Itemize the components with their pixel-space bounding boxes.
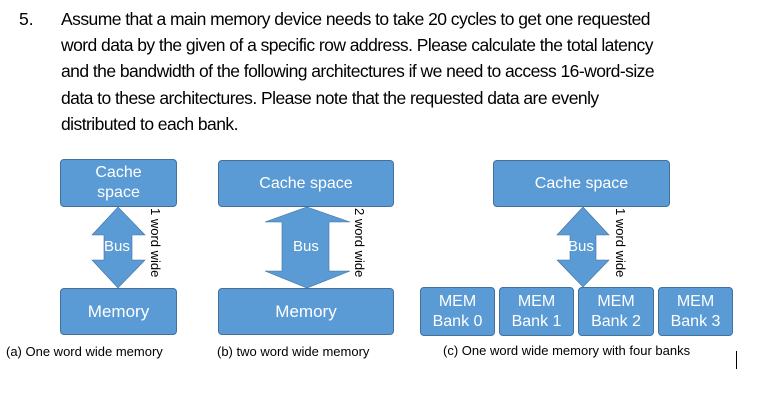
mem-bank-2: MEM Bank 2 [578, 287, 654, 336]
bank-line2: Bank 3 [670, 312, 721, 330]
width-label-c: 1 word wide [613, 208, 628, 278]
mem-bank-1: MEM Bank 1 [499, 287, 574, 336]
question-line: word data by the given of a specific row… [61, 35, 653, 56]
memory-box-b: Memory [218, 288, 394, 335]
bank-line2: Bank 2 [591, 312, 641, 330]
mem-bank-0: MEM Bank 0 [420, 287, 495, 336]
cache-box-c: Cache space [493, 160, 670, 207]
cache-box-b: Cache space [218, 160, 394, 207]
question-text: Assume that a main memory device needs t… [61, 6, 761, 137]
cache-label: Cache [95, 164, 142, 181]
caption-a: (a) One word wide memory [6, 344, 163, 359]
text-cursor[interactable] [736, 351, 737, 369]
mem-bank-3: MEM Bank 3 [658, 287, 733, 336]
question-line: Assume that a main memory device needs t… [61, 9, 651, 29]
cache-box-a: Cache space [60, 159, 177, 207]
bank-line1: MEM [597, 292, 635, 310]
bus-label-c: Bus [568, 238, 594, 255]
question-line: distributed to each bank. [61, 113, 238, 134]
bank-line2: Bank 0 [432, 312, 483, 330]
bank-line1: MEM [517, 292, 556, 310]
question-line: and the bandwidth of the following archi… [61, 61, 655, 82]
question-line: data to these architectures. Please note… [61, 87, 599, 108]
question-number: 5. [19, 9, 34, 29]
width-label-a: 1 word wide [148, 208, 163, 278]
cache-label: space [97, 184, 140, 201]
bank-line2: Bank 1 [511, 312, 562, 330]
caption-b: (b) two word wide memory [217, 344, 370, 359]
bus-label-b: Bus [293, 238, 319, 255]
bus-label-a: Bus [104, 238, 130, 255]
memory-box-a: Memory [60, 288, 177, 335]
caption-c: (c) One word wide memory with four banks [443, 343, 691, 358]
width-label-b: 2 word wide [352, 208, 367, 278]
bank-line1: MEM [676, 292, 715, 310]
bank-line1: MEM [438, 292, 477, 310]
